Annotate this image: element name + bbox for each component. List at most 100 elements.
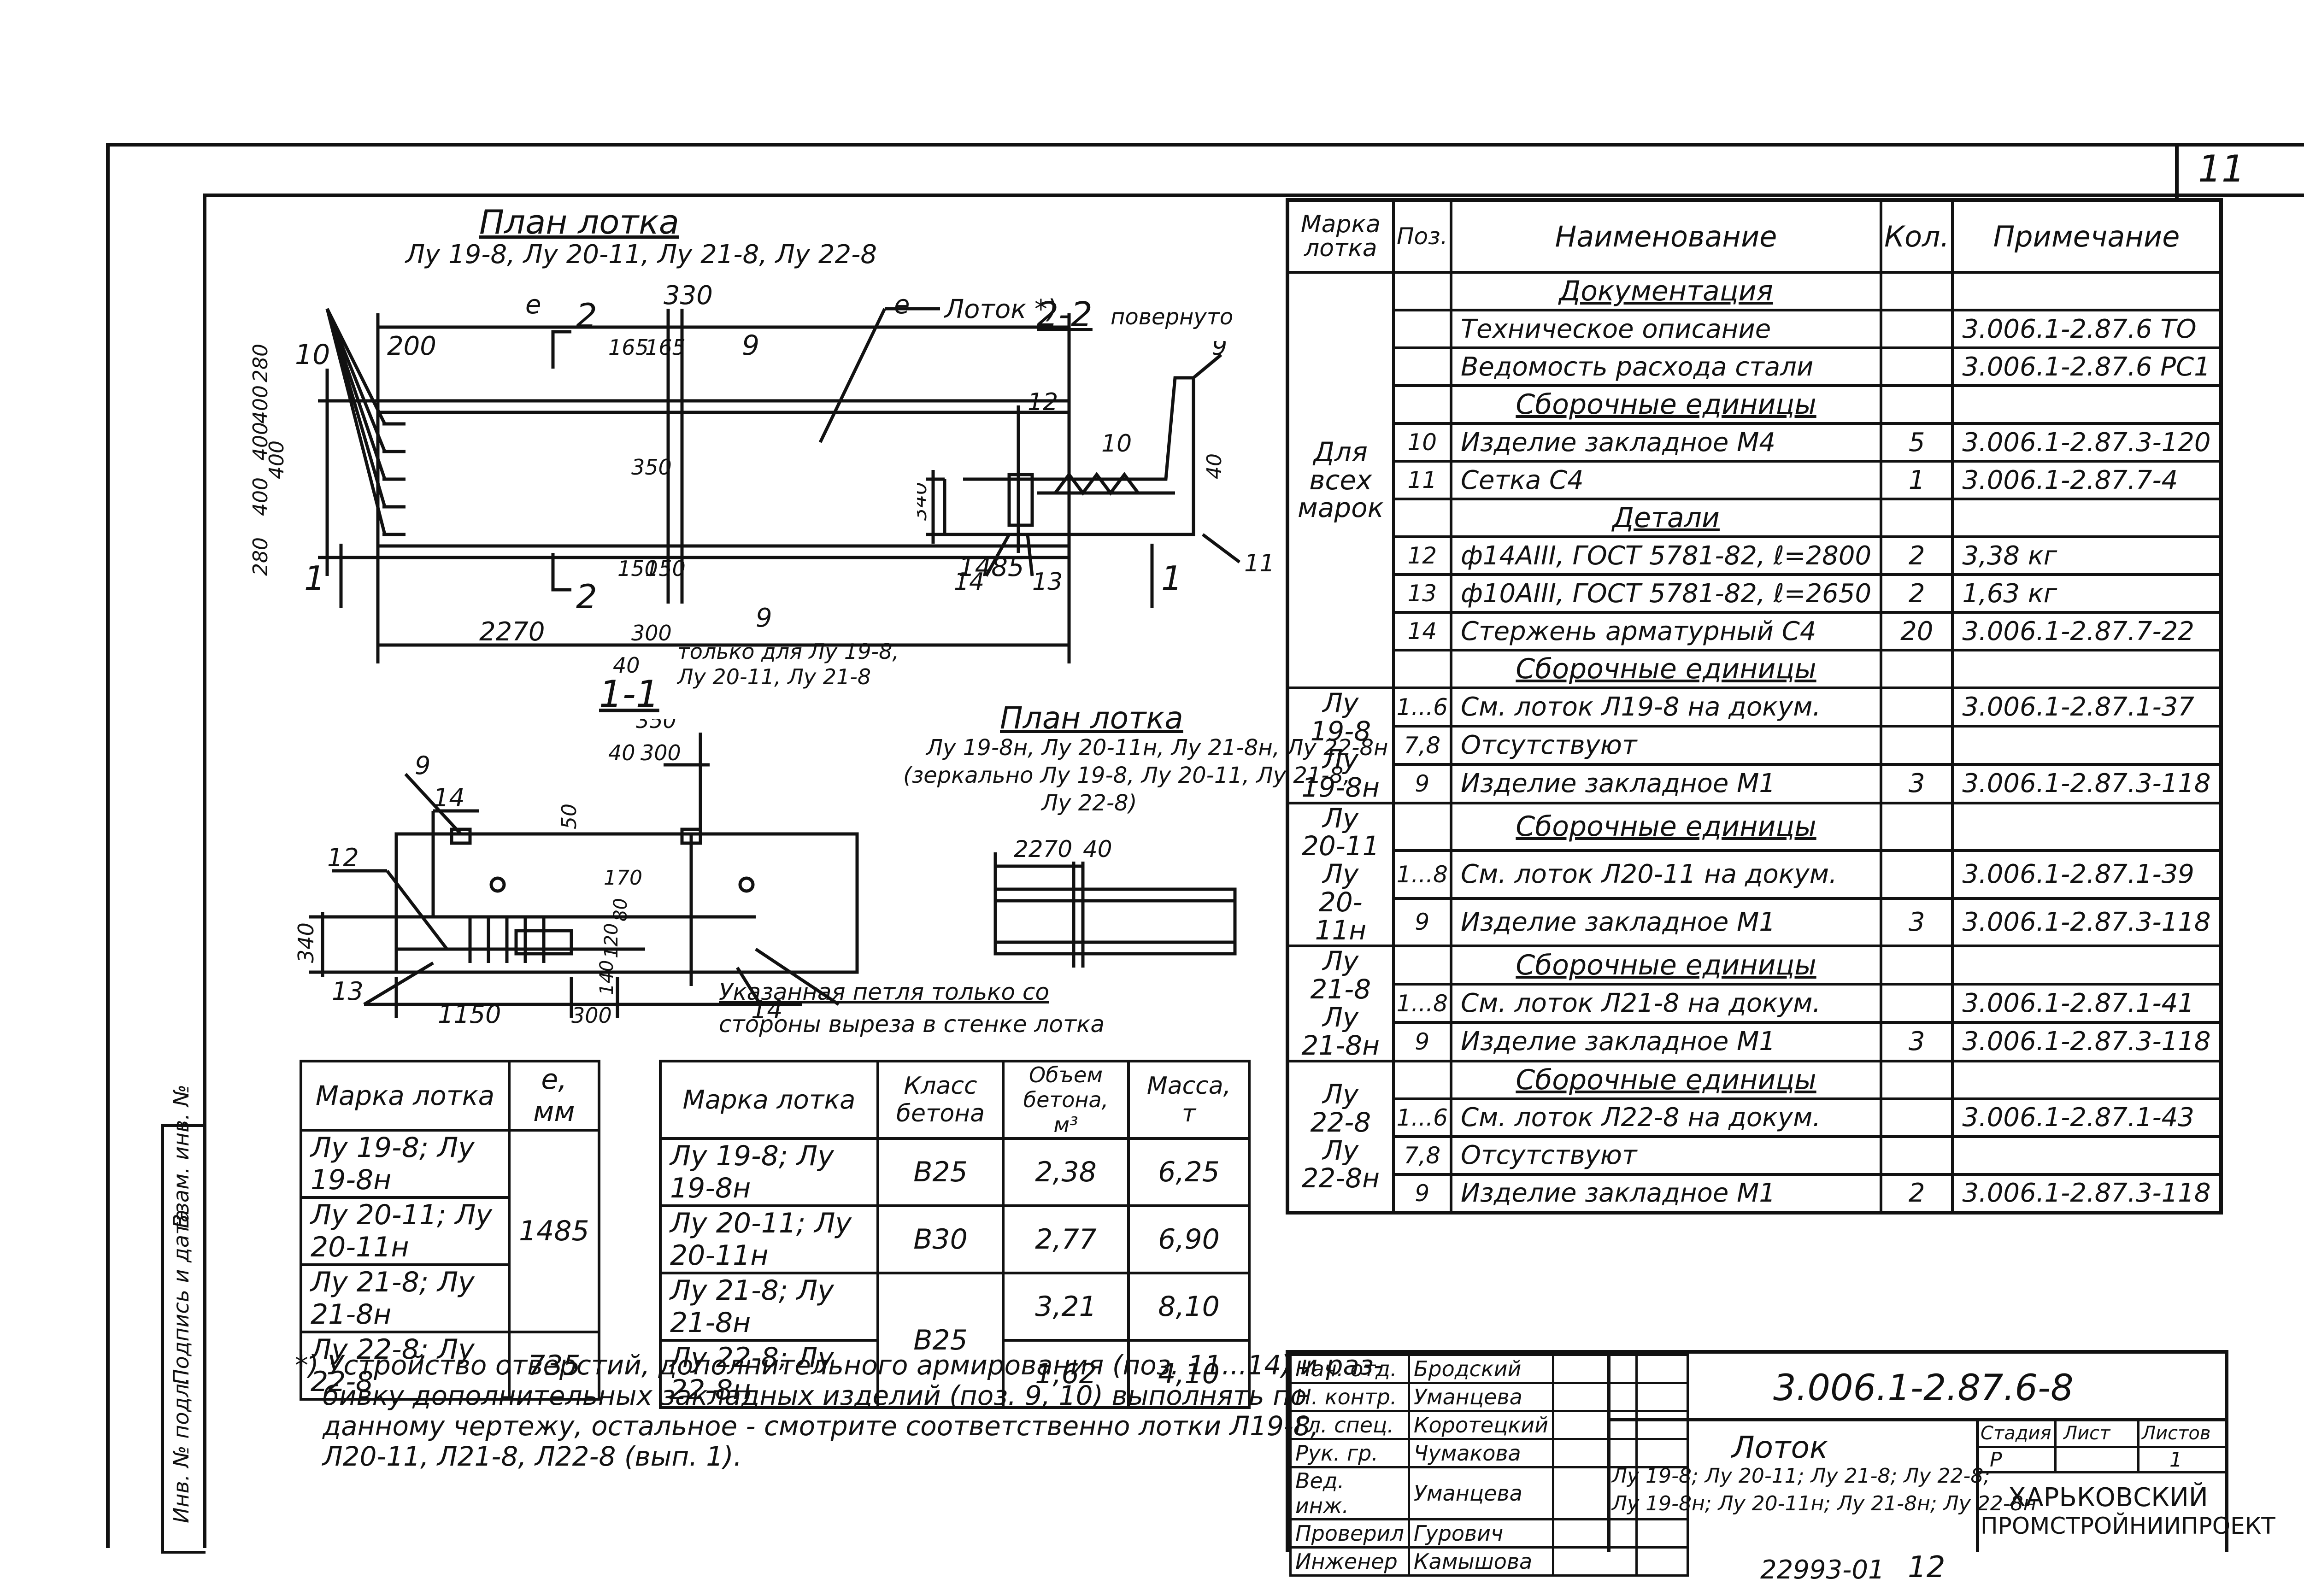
- tb-role: Рук. гр.: [1289, 1438, 1410, 1468]
- page-box-line: [2175, 143, 2179, 198]
- spec-qty-cell: [1880, 309, 1954, 349]
- spec-name-cell: Детали: [1449, 498, 1883, 538]
- s22-pos-14: 14: [954, 568, 984, 596]
- s22-pos-13: 13: [1032, 568, 1063, 596]
- section11-drawing: 9 12 14 13 14 350 40 300 50 170 80 120 1…: [295, 719, 1105, 1038]
- spec-header-qty: Кол.: [1880, 199, 1954, 274]
- spec-pos-cell: 9: [1392, 763, 1452, 804]
- s11-dim-1150: 1150: [438, 1000, 501, 1029]
- dim-400c: 400: [265, 440, 288, 479]
- tb-person-name: Гурович: [1407, 1518, 1554, 1549]
- tb-signature: [1552, 1518, 1638, 1549]
- spec-qty-cell: [1880, 1135, 1954, 1176]
- spec-qty-cell: 2: [1880, 535, 1954, 576]
- table-mass-header-class: Класс бетона: [876, 1060, 1005, 1140]
- s11-pos-9: 9: [415, 751, 430, 780]
- footnote-line1: *) Устройство отверстий, дополнительного…: [295, 1350, 1383, 1381]
- spec-row: Сборочные единицы: [1287, 649, 2222, 689]
- dim-2270: 2270: [479, 617, 545, 647]
- spec-name-cell: Техническое описание: [1449, 309, 1883, 349]
- dim-165a: 165: [608, 335, 649, 360]
- table-mass-row-class: B25: [876, 1137, 1005, 1207]
- spec-header-pos: Поз.: [1392, 199, 1452, 274]
- spec-qty-cell: 3: [1880, 897, 1954, 948]
- spec-qty-cell: 2: [1880, 573, 1954, 614]
- spec-pos-cell: [1392, 801, 1452, 852]
- spec-note-cell: 1,63 кг: [1951, 573, 2222, 614]
- s11-pos-14a: 14: [433, 783, 465, 812]
- s22-pos-12: 12: [1028, 388, 1058, 416]
- tb-divider-v2: [1976, 1418, 1979, 1552]
- s11-dim-50: 50: [558, 804, 581, 829]
- spec-pos-cell: 7,8: [1392, 1135, 1452, 1176]
- frame-left-inner: [203, 194, 206, 1548]
- tb-stage: Р: [1990, 1448, 2002, 1472]
- tb-org1: ХАРЬКОВСКИЙ: [2008, 1483, 2208, 1513]
- s22-pos-11: 11: [1244, 550, 1275, 577]
- spec-pos-cell: [1392, 945, 1452, 986]
- tb-date: [1635, 1466, 1689, 1520]
- spec-name-cell: Сетка С4: [1449, 460, 1883, 500]
- cut-1-left: 1: [304, 559, 325, 598]
- spec-pos-cell: 11: [1392, 460, 1452, 500]
- frame-top-inner: [203, 194, 2304, 197]
- section22-drawing: 9 12 10 11 13 14 340 40: [917, 341, 1275, 596]
- cut-2-bottom: 2: [576, 577, 597, 616]
- spec-qty-cell: 3: [1880, 763, 1954, 804]
- plan2-line3: Лу 22-8): [1041, 790, 1137, 816]
- tb-date: [1635, 1438, 1689, 1468]
- lotok-label: Лоток *): [944, 294, 1058, 324]
- spec-note-cell: 3.006.1-2.87.7-4: [1951, 460, 2222, 500]
- page-number: 11: [2198, 147, 2245, 190]
- dim-9: 9: [756, 603, 772, 633]
- tb-person-name: Уманцева: [1407, 1382, 1554, 1412]
- tb-sheets-label: Листов: [2142, 1423, 2211, 1444]
- s22-dim-40: 40: [1203, 453, 1226, 479]
- pos-9-label: 9: [742, 329, 759, 362]
- bottom-page: 12: [1908, 1550, 1945, 1584]
- spec-mark-cell: Лу 21-8 Лу 21-8н: [1286, 945, 1395, 1062]
- s11-dim-300a: 300: [641, 740, 681, 765]
- spec-qty-cell: 2: [1880, 1173, 1954, 1214]
- spec-pos-cell: 14: [1392, 611, 1452, 651]
- spec-qty-cell: [1880, 384, 1954, 425]
- s11-pos-14b: 14: [751, 995, 783, 1024]
- side-stamp-a: Инв. № подл.: [169, 1377, 194, 1523]
- spec-header-mark: Марка лотка: [1286, 199, 1395, 274]
- spec-pos-cell: [1392, 309, 1452, 349]
- tb-marks2: Лу 19-8н; Лу 20-11н; Лу 21-8н; Лу 22-8н: [1612, 1492, 2037, 1515]
- table-e-row: Лу 21-8; Лу 21-8н: [300, 1263, 511, 1333]
- tb-role: Гл. спец.: [1289, 1410, 1410, 1440]
- s22-pos-9: 9: [1212, 341, 1227, 361]
- spec-note-cell: 3,38 кг: [1951, 535, 2222, 576]
- section22-title: 2-2: [1037, 295, 1093, 334]
- spec-qty-cell: [1880, 983, 1954, 1024]
- s11-dim-40: 40: [608, 740, 635, 765]
- spec-note-cell: [1951, 725, 2222, 766]
- tb-date: [1635, 1382, 1689, 1412]
- spec-pos-cell: [1392, 384, 1452, 425]
- side-stamp-c: Взам. инв. №: [169, 1084, 194, 1228]
- spec-pos-cell: 10: [1392, 422, 1452, 463]
- dim-e-1: e: [525, 290, 541, 320]
- cut-1-right: 1: [1161, 559, 1182, 598]
- table-mass-row-volume: 2,38: [1002, 1137, 1130, 1207]
- spec-pos-cell: 7,8: [1392, 725, 1452, 766]
- spec-name-cell: ф14АIII, ГОСТ 5781-82, ℓ=2800: [1449, 535, 1883, 576]
- spec-name-cell: Документация: [1449, 271, 1883, 311]
- spec-pos-cell: 9: [1392, 897, 1452, 948]
- table-mass-row-mark: Лу 22-8; Лу 22-8н: [659, 1339, 879, 1409]
- tb-signature: [1552, 1438, 1638, 1468]
- s11-pos-13: 13: [332, 977, 364, 1006]
- spec-name-cell: Сборочные единицы: [1449, 1059, 1883, 1100]
- spec-name-cell: Стержень арматурный С4: [1449, 611, 1883, 651]
- tb-sheets: 1: [2169, 1448, 2182, 1472]
